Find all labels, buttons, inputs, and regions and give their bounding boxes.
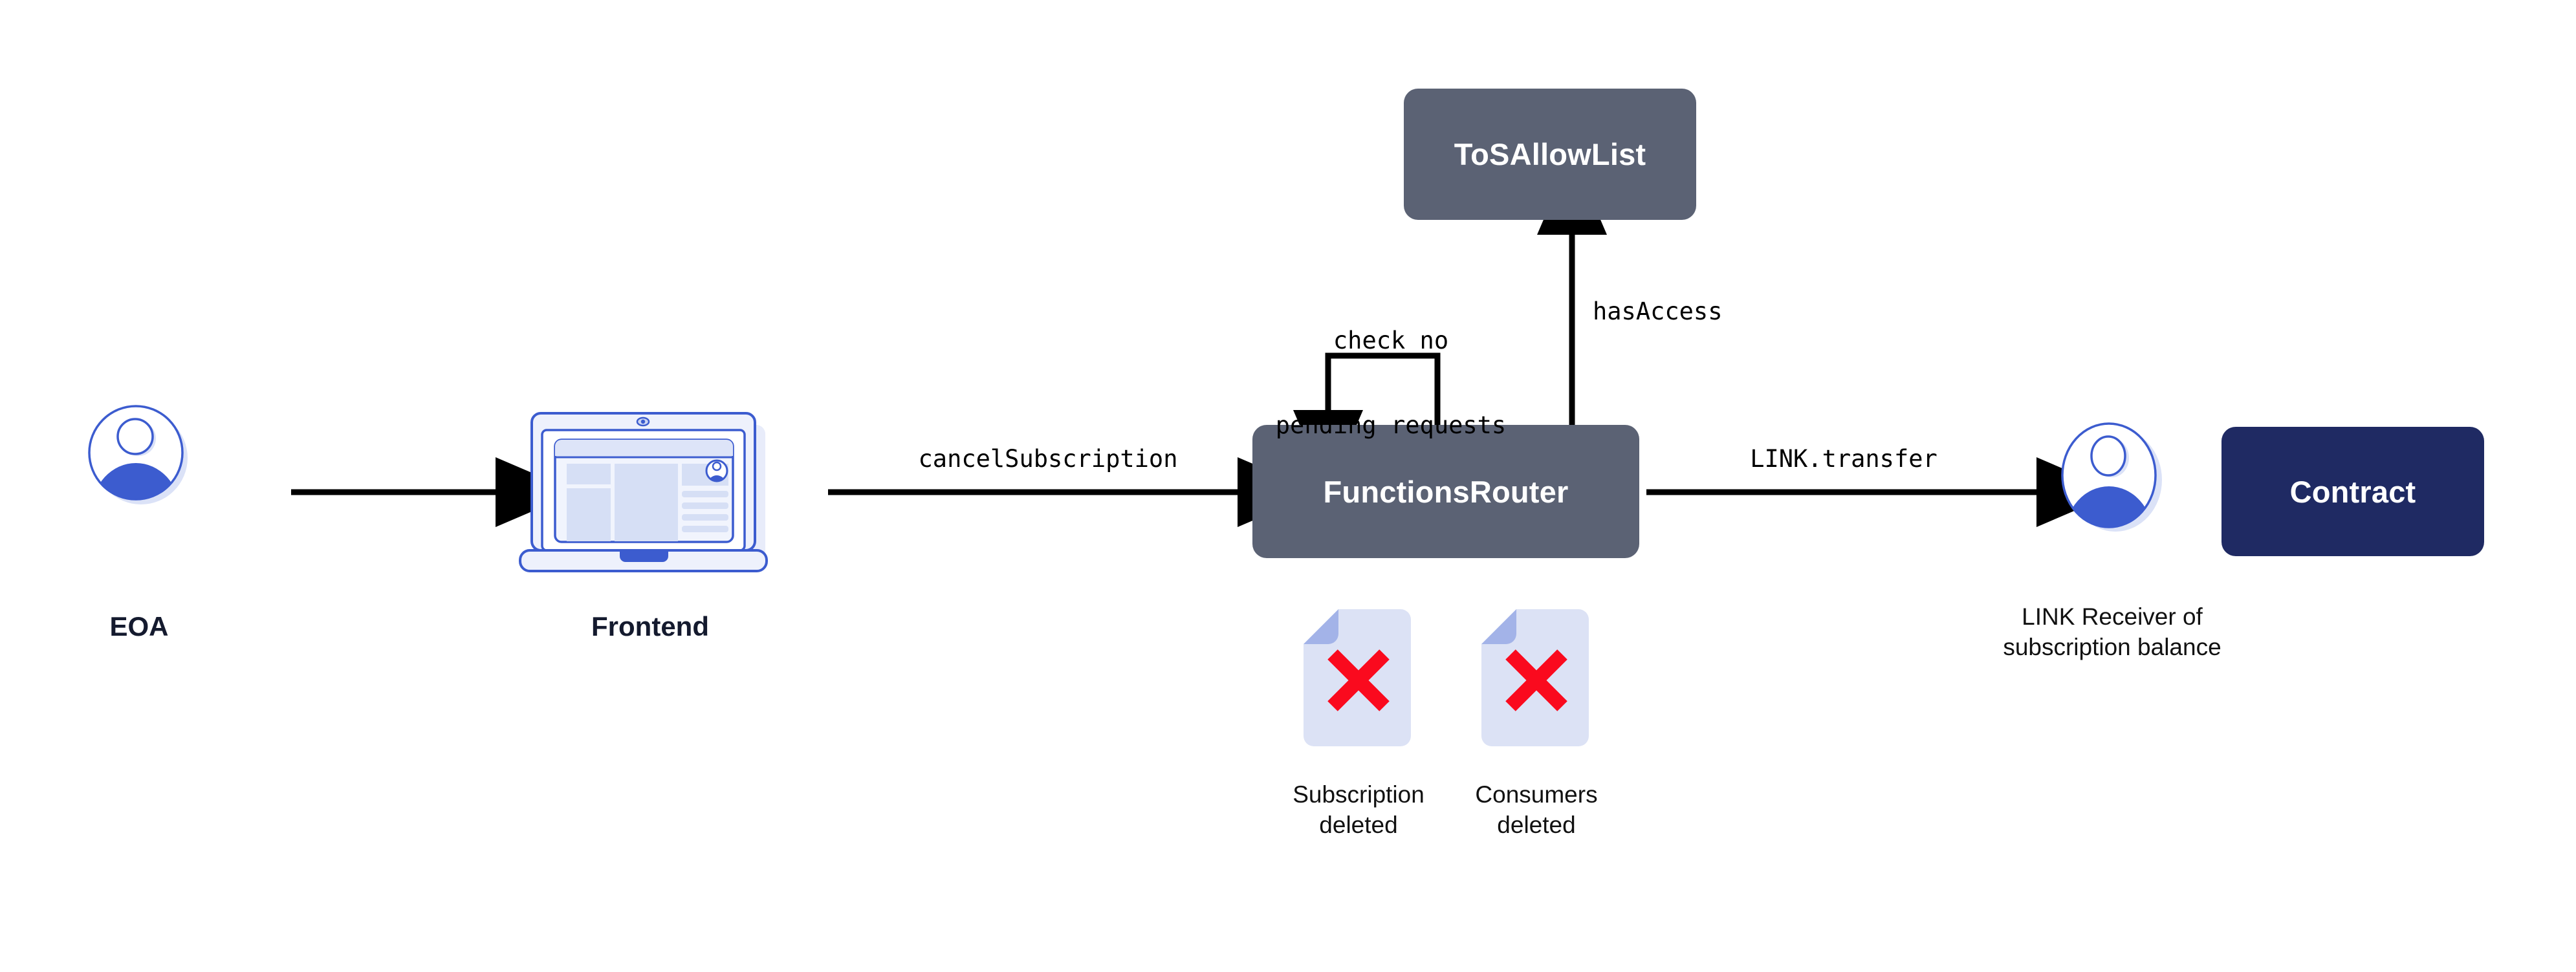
file-x-icon <box>1480 609 1590 750</box>
node-link-receiver[interactable] <box>2054 420 2167 537</box>
laptop-icon <box>516 404 785 585</box>
edge-label-cancel-subscription: cancelSubscription <box>918 445 1178 473</box>
node-tos-allowlist[interactable]: ToSAllowList <box>1404 89 1696 220</box>
link-receiver-caption-line-1: LINK Receiver of <box>2022 603 2203 630</box>
node-eoa-label: EOA <box>109 611 169 642</box>
user-avatar-icon <box>84 401 191 511</box>
edge-label-has-access: hasAccess <box>1593 297 1723 325</box>
file-x-icon <box>1302 609 1412 750</box>
node-contract-label: Contract <box>2289 474 2416 509</box>
node-frontend-label: Frontend <box>591 611 709 642</box>
artifact-caption-line-2: deleted <box>1319 812 1398 839</box>
edge-label-check-no-pending-requests: check no pending requests <box>1197 270 1585 496</box>
artifact-caption-line-1: Consumers <box>1475 781 1598 808</box>
node-functions-router[interactable]: FunctionsRouter <box>1252 425 1639 558</box>
node-functions-router-label: FunctionsRouter <box>1323 474 1569 509</box>
link-receiver-caption-line-2: subscription balance <box>2003 634 2221 661</box>
edge-label-line-1: check no <box>1333 327 1449 355</box>
edge-label-link-transfer: LINK.transfer <box>1750 445 1937 473</box>
artifact-caption-line-2: deleted <box>1497 812 1576 839</box>
artifact-caption-line-1: Subscription <box>1293 781 1424 808</box>
artifact-subscription-deleted-caption: Subscription deleted <box>1268 779 1449 841</box>
edge-label-line-2: pending requests <box>1275 411 1507 440</box>
artifact-consumers-deleted-caption: Consumers deleted <box>1446 779 1627 841</box>
node-frontend[interactable] <box>516 404 785 585</box>
user-avatar-icon <box>2054 420 2167 537</box>
artifact-consumers-deleted[interactable] <box>1480 609 1590 750</box>
node-eoa[interactable] <box>84 401 191 511</box>
node-contract[interactable]: Contract <box>2221 427 2484 556</box>
node-tos-allowlist-label: ToSAllowList <box>1454 137 1646 171</box>
artifact-subscription-deleted[interactable] <box>1302 609 1412 750</box>
node-link-receiver-caption: LINK Receiver of subscription balance <box>1996 601 2229 663</box>
